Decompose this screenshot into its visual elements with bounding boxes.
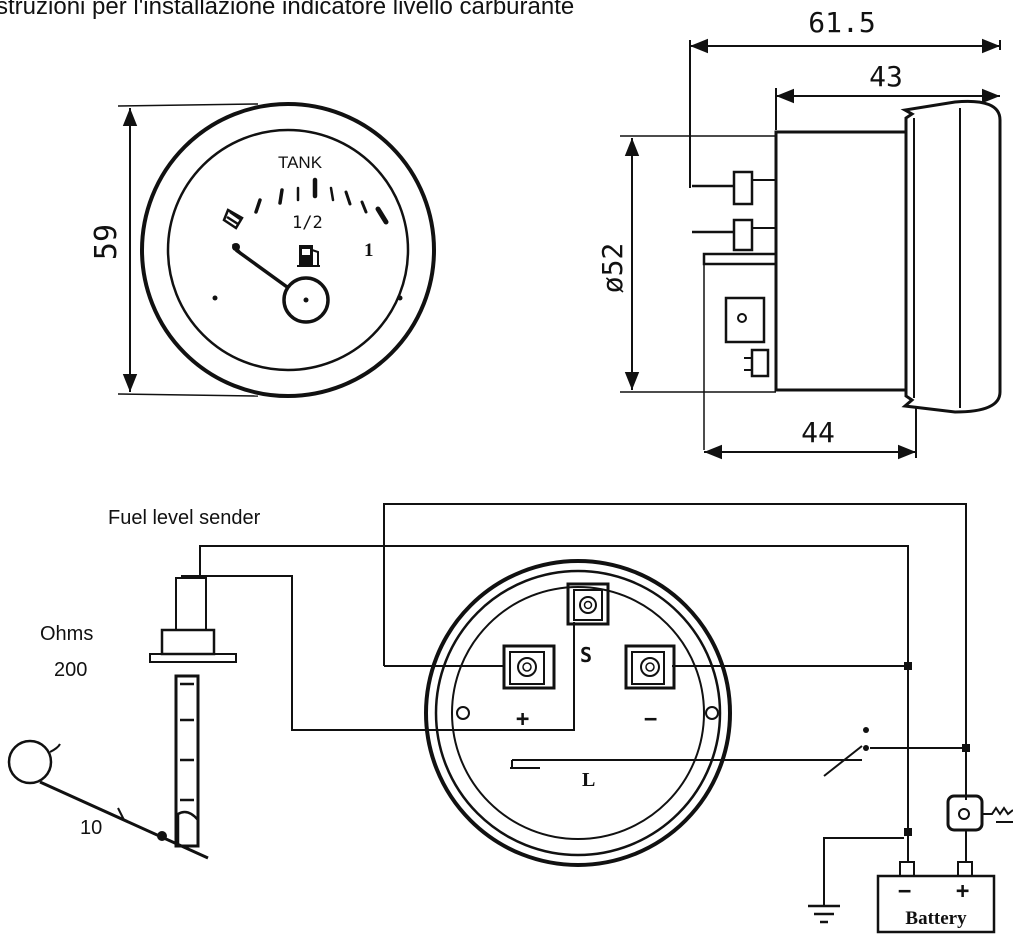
rear-terminal-1: [732, 170, 754, 206]
spade-terminal: [724, 296, 766, 344]
bezel-outer: [140, 102, 436, 398]
dial-face: [166, 128, 410, 372]
ohms-label: Ohms: [40, 623, 93, 645]
gauge-body: [774, 130, 908, 392]
ignition-key-icon: [946, 794, 1013, 832]
diameter-label: ø52: [596, 243, 629, 294]
overall-length-label: 61.5: [808, 6, 875, 39]
depth-label: 44: [801, 416, 835, 449]
battery-minus-label: −: [898, 879, 911, 904]
ohms-high-value: 200: [54, 659, 87, 681]
terminal-s-post: [566, 582, 610, 626]
dial-half-mark: 1/2: [292, 213, 323, 233]
mount-bracket: [702, 252, 778, 266]
wiring-diagram: Fuel level sender Ohms 200 10: [7, 503, 1013, 934]
terminal-plus-post: [502, 644, 556, 690]
gauge-side-view: 61.5 43 ø52 44: [596, 6, 1002, 460]
empty-tank-icon: [222, 208, 244, 230]
terminal-minus-label: −: [644, 707, 657, 732]
gauge-needle: [231, 243, 330, 324]
float: [7, 739, 53, 785]
gauge-bezel: [900, 99, 1002, 414]
ohms-low-value: 10: [80, 817, 102, 839]
wires: [181, 503, 967, 906]
fuel-pump-icon: [297, 245, 320, 267]
mount-screw-left: [212, 295, 218, 301]
ground-stud: [750, 348, 770, 378]
ground-symbol: [808, 904, 840, 924]
battery-plus-label: +: [956, 879, 969, 904]
terminal-l-label: L: [582, 769, 595, 791]
terminal-plus-label: +: [516, 707, 529, 732]
body-length-label: 43: [869, 60, 903, 93]
sender-title: Fuel level sender: [108, 507, 261, 529]
dial-tank-label: TANK: [278, 153, 323, 172]
gauge-front-view: 59 TANK 1/2 1: [89, 102, 436, 398]
mount-screw-right: [397, 295, 403, 301]
page-title: struzioni per l'installazione indicatore…: [0, 0, 574, 20]
battery-label: Battery: [905, 908, 967, 929]
gauge-rear-view: S + − L: [424, 559, 732, 867]
dial-full-mark: 1: [364, 240, 374, 261]
dial-scale-ticks: [254, 177, 389, 225]
fuel-sender: [7, 577, 237, 860]
terminal-minus-post: [624, 644, 676, 690]
battery: − + Battery: [876, 861, 996, 934]
rear-terminal-2: [732, 218, 754, 252]
terminal-s-label: S: [580, 643, 592, 667]
height-dimension-label: 59: [89, 224, 124, 260]
